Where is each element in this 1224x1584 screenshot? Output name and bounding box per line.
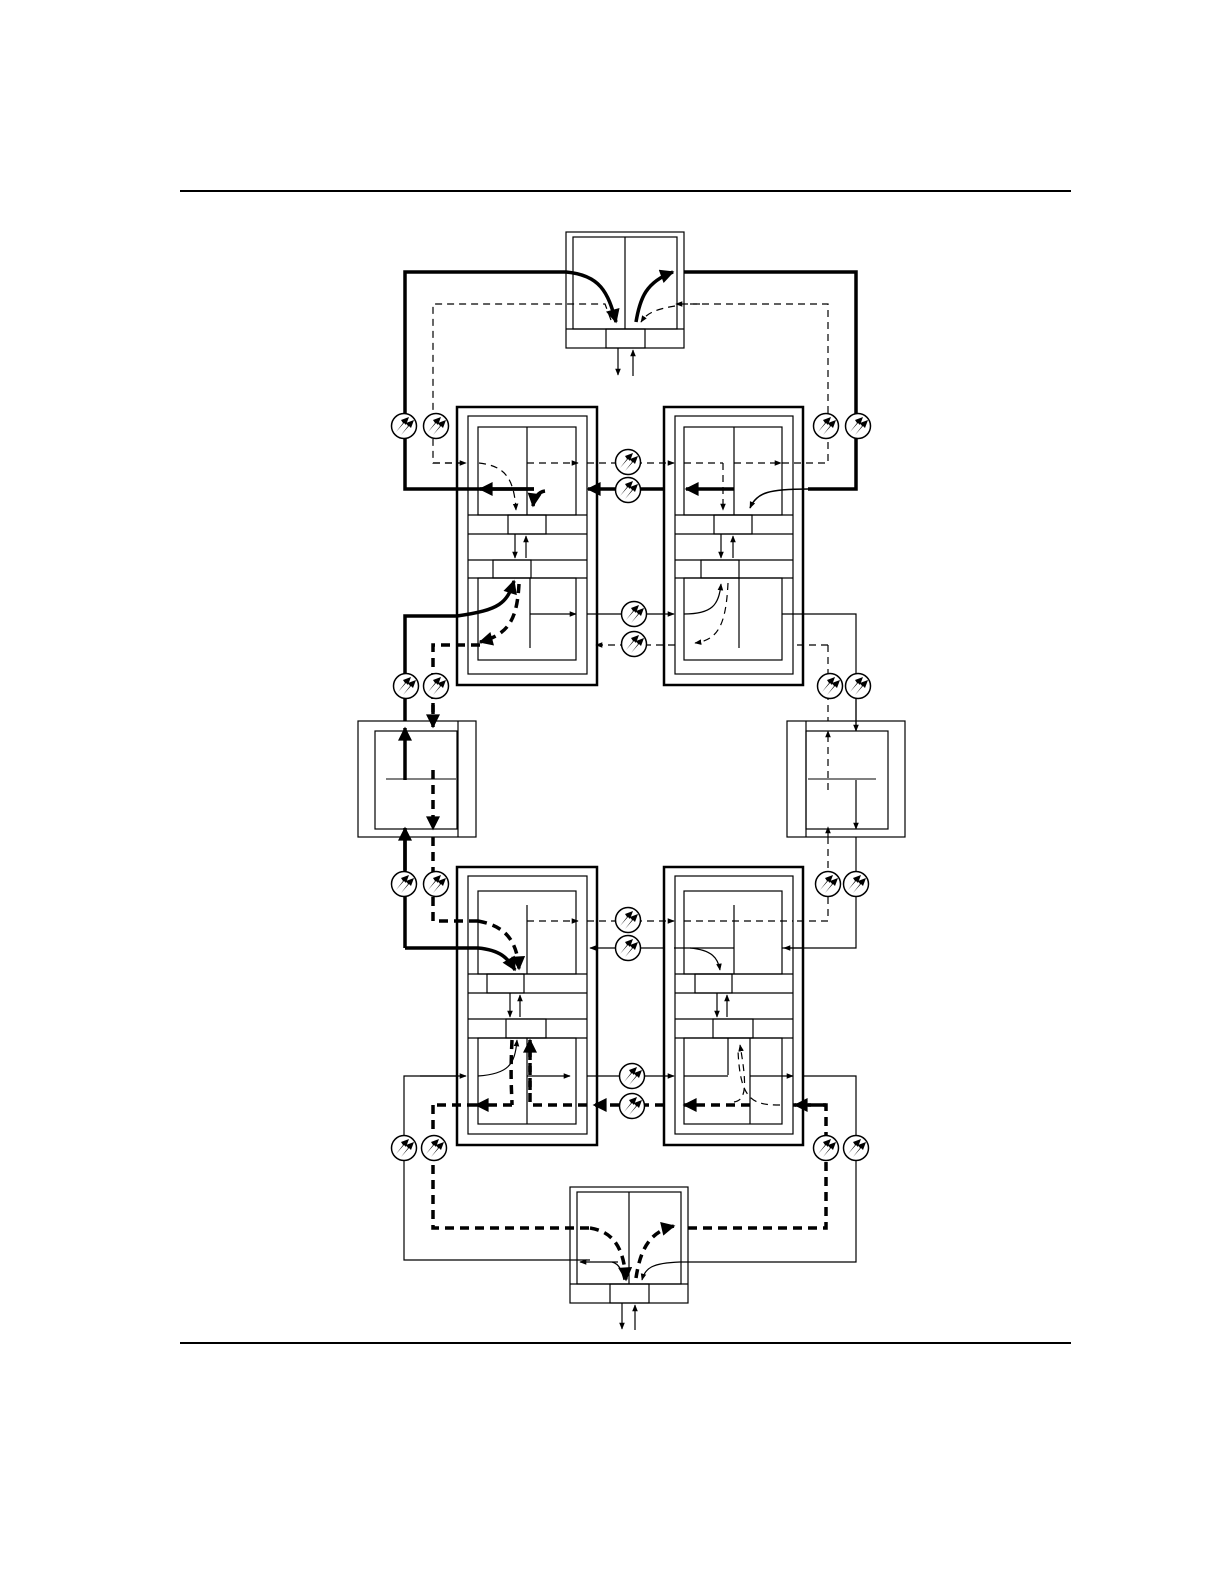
- fiber-connector-icon: [620, 1064, 645, 1089]
- fiber-connector-icon: [844, 1136, 869, 1161]
- fiber-connector-icon: [424, 414, 449, 439]
- fiber-connector-icon: [818, 674, 843, 699]
- fiber-connector-icon: [816, 872, 841, 897]
- fiber-connector-icon: [622, 602, 647, 627]
- fiber-connector-icon: [394, 674, 419, 699]
- fiber-connector-icon: [846, 674, 871, 699]
- fiber-connector-icon: [424, 674, 449, 699]
- fiber-connector-icon: [620, 1094, 645, 1119]
- fiber-connector-icon: [616, 908, 641, 933]
- fiber-connector-icon: [616, 450, 641, 475]
- left-repeater: [358, 721, 476, 837]
- fiber-connector-icon: [844, 872, 869, 897]
- fiber-connector-icon: [392, 1136, 417, 1161]
- fiber-connector-icon: [622, 632, 647, 657]
- fiber-connector-icon: [814, 1136, 839, 1161]
- right-repeater: [787, 721, 905, 837]
- upper-right-shelf: [664, 407, 803, 685]
- fiber-connector-icon: [616, 936, 641, 961]
- bottom-terminal: [570, 1187, 688, 1330]
- connector-icons: [392, 414, 871, 1161]
- bottom-terminal-port: [610, 1284, 649, 1303]
- fiber-connector-icon: [814, 414, 839, 439]
- fiber-connector-icon: [846, 414, 871, 439]
- fiber-connector-icon: [422, 1136, 447, 1161]
- fiber-connector-icon: [392, 414, 417, 439]
- fiber-connector-icon: [616, 478, 641, 503]
- fiber-connector-icon: [424, 872, 449, 897]
- idle-path: [433, 304, 828, 1105]
- top-terminal-port: [606, 329, 645, 348]
- fiber-connector-icon: [392, 872, 417, 897]
